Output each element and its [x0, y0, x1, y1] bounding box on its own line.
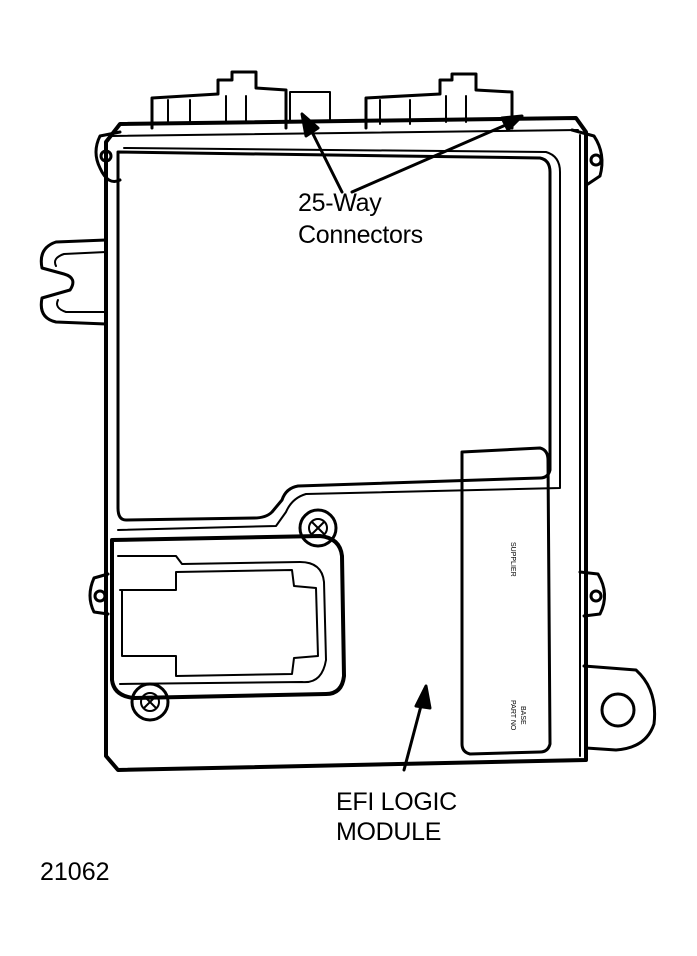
lower-screw	[130, 682, 170, 722]
module-label-line1: EFI LOGIC	[336, 788, 457, 816]
figure-number: 21062	[40, 858, 110, 886]
cover-screws	[130, 508, 338, 722]
plate-base-text: BASE	[519, 706, 526, 725]
plate-part-no-text: PART NO	[509, 700, 516, 731]
right-bottom-hole	[600, 692, 636, 728]
plate-supplier-text: SUPPLIER	[509, 542, 516, 577]
id-plate	[460, 446, 552, 756]
side-bracket	[39, 238, 108, 326]
module-housing	[104, 116, 588, 772]
left-top-hole	[99, 149, 113, 163]
connectors-label-line1: 25-Way	[298, 189, 382, 217]
mounting-ears	[88, 128, 657, 752]
upper-screw	[298, 508, 338, 548]
lower-cover	[110, 534, 346, 700]
connectors-label-line2: Connectors	[298, 221, 423, 249]
right-top-hole	[589, 153, 603, 167]
module-label-line2: MODULE	[336, 818, 442, 846]
right-mid-hole	[589, 589, 603, 603]
left-mid-hole	[93, 589, 107, 603]
connector-arrows	[300, 112, 524, 194]
module-arrow	[402, 684, 432, 772]
